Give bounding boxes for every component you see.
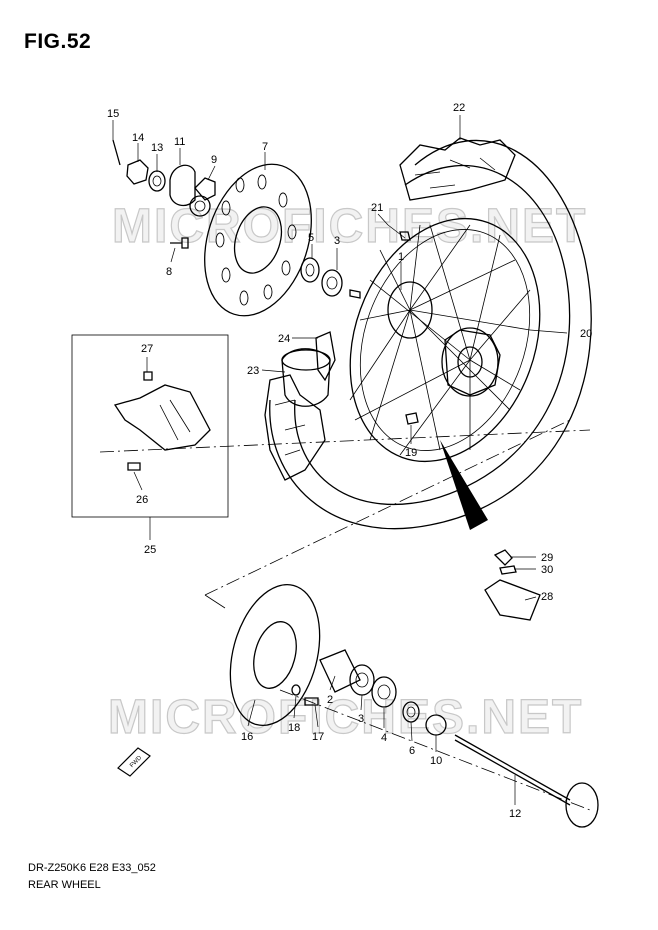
callout-3-lower: 3 [358,713,364,725]
callout-1: 1 [398,251,404,263]
brake-disc [204,163,312,317]
callout-12: 12 [509,808,521,820]
callout-18: 18 [288,722,300,734]
callout-24: 24 [278,333,290,345]
detail-pointer-arrow [440,440,488,530]
figure-name: REAR WHEEL [28,879,101,891]
callout-8: 8 [166,266,172,278]
callout-13: 13 [151,142,163,154]
callout-20: 20 [580,328,592,340]
rim-band [281,331,336,407]
callout-22: 22 [453,102,465,114]
hub-small-parts [112,139,419,425]
callout-28: 28 [541,591,553,603]
callout-26: 26 [136,494,148,506]
watermark-top: MICROFICHES.NET [112,200,587,253]
callout-23: 23 [247,365,259,377]
callout-19: 19 [405,447,417,459]
callout-11: 11 [174,136,185,148]
callout-9: 9 [211,154,217,166]
callout-6: 6 [409,745,415,757]
rim-and-spokes [349,217,541,463]
callout-2: 2 [327,694,333,706]
callout-10: 10 [430,755,442,767]
figure-code: DR-Z250K6 E28 E33_052 [28,862,156,874]
assembly-centerlines [99,419,591,811]
callout-17: 17 [312,731,324,743]
callout-25: 25 [144,544,156,556]
figure-title: FIG.52 [24,30,92,53]
callout-leaders [112,115,568,805]
callout-7: 7 [262,141,268,153]
callout-27: 27 [141,343,153,355]
fwd-arrow-icon: FWD [117,747,151,777]
callout-14: 14 [132,132,144,144]
callout-5: 5 [308,232,314,244]
tire [264,137,592,530]
callout-4: 4 [381,732,387,744]
sprocket-assembly [229,549,599,828]
callout-21: 21 [371,202,383,214]
callout-29: 29 [541,552,553,564]
callout-16: 16 [241,731,253,743]
chain-guard-inset [71,334,229,518]
watermark-bottom: MICROFICHES.NET [108,691,583,744]
callout-30: 30 [541,564,553,576]
callout-3-upper: 3 [334,235,340,247]
callout-15: 15 [107,108,119,120]
